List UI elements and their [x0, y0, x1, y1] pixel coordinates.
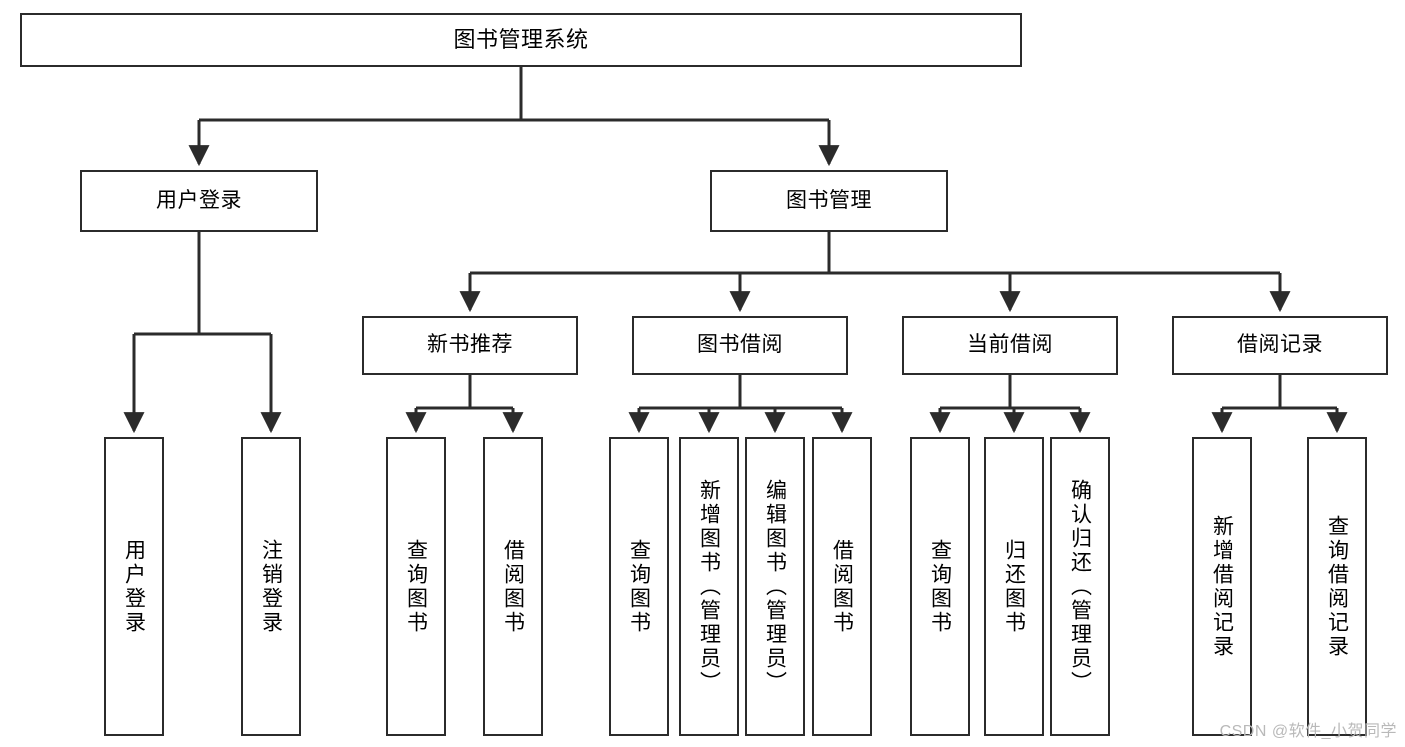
node-leaf-query-book-2[interactable]: 查询图书 — [609, 437, 669, 736]
node-leaf-query-book-3[interactable]: 查询图书 — [910, 437, 970, 736]
node-leaf-query-record-label: 查询借阅记录 — [1325, 514, 1349, 659]
node-leaf-query-book-3-label: 查询图书 — [928, 538, 952, 635]
node-leaf-return-book[interactable]: 归还图书 — [984, 437, 1044, 736]
node-leaf-add-book-label: 新增图书（管理员） — [697, 478, 721, 695]
node-new-book-recommend[interactable]: 新书推荐 — [362, 316, 578, 375]
node-current-borrow-label: 当前借阅 — [967, 333, 1053, 357]
node-book-management[interactable]: 图书管理 — [710, 170, 948, 232]
node-leaf-user-login[interactable]: 用户登录 — [104, 437, 164, 736]
node-leaf-query-record[interactable]: 查询借阅记录 — [1307, 437, 1367, 736]
node-current-borrow[interactable]: 当前借阅 — [902, 316, 1118, 375]
node-leaf-return-book-label: 归还图书 — [1002, 538, 1026, 635]
node-user-login[interactable]: 用户登录 — [80, 170, 318, 232]
node-leaf-add-record-label: 新增借阅记录 — [1210, 514, 1234, 659]
node-leaf-query-book-1-label: 查询图书 — [404, 538, 428, 635]
node-leaf-edit-book-label: 编辑图书（管理员） — [763, 478, 787, 695]
node-new-book-recommend-label: 新书推荐 — [427, 333, 513, 357]
node-leaf-user-login-label: 用户登录 — [122, 538, 146, 635]
node-root-label: 图书管理系统 — [453, 27, 589, 53]
watermark: CSDN @软件_小贺同学 — [1219, 723, 1397, 740]
node-leaf-borrow-book-1[interactable]: 借阅图书 — [483, 437, 543, 736]
node-book-borrow[interactable]: 图书借阅 — [632, 316, 848, 375]
node-book-management-label: 图书管理 — [786, 188, 872, 212]
node-borrow-record[interactable]: 借阅记录 — [1172, 316, 1388, 375]
node-leaf-user-logout-label: 注销登录 — [259, 538, 283, 635]
node-leaf-query-book-2-label: 查询图书 — [627, 538, 651, 635]
node-borrow-record-label: 借阅记录 — [1237, 333, 1323, 357]
node-leaf-edit-book[interactable]: 编辑图书（管理员） — [745, 437, 805, 736]
node-leaf-query-book-1[interactable]: 查询图书 — [386, 437, 446, 736]
node-book-borrow-label: 图书借阅 — [697, 333, 783, 357]
node-leaf-user-logout[interactable]: 注销登录 — [241, 437, 301, 736]
node-leaf-borrow-book-1-label: 借阅图书 — [501, 538, 525, 635]
node-leaf-borrow-book-2-label: 借阅图书 — [830, 538, 854, 635]
node-leaf-add-book[interactable]: 新增图书（管理员） — [679, 437, 739, 736]
node-leaf-borrow-book-2[interactable]: 借阅图书 — [812, 437, 872, 736]
node-leaf-confirm-return[interactable]: 确认归还（管理员） — [1050, 437, 1110, 736]
node-root[interactable]: 图书管理系统 — [20, 13, 1022, 67]
node-user-login-label: 用户登录 — [156, 188, 242, 212]
node-leaf-add-record[interactable]: 新增借阅记录 — [1192, 437, 1252, 736]
node-leaf-confirm-return-label: 确认归还（管理员） — [1068, 478, 1092, 695]
